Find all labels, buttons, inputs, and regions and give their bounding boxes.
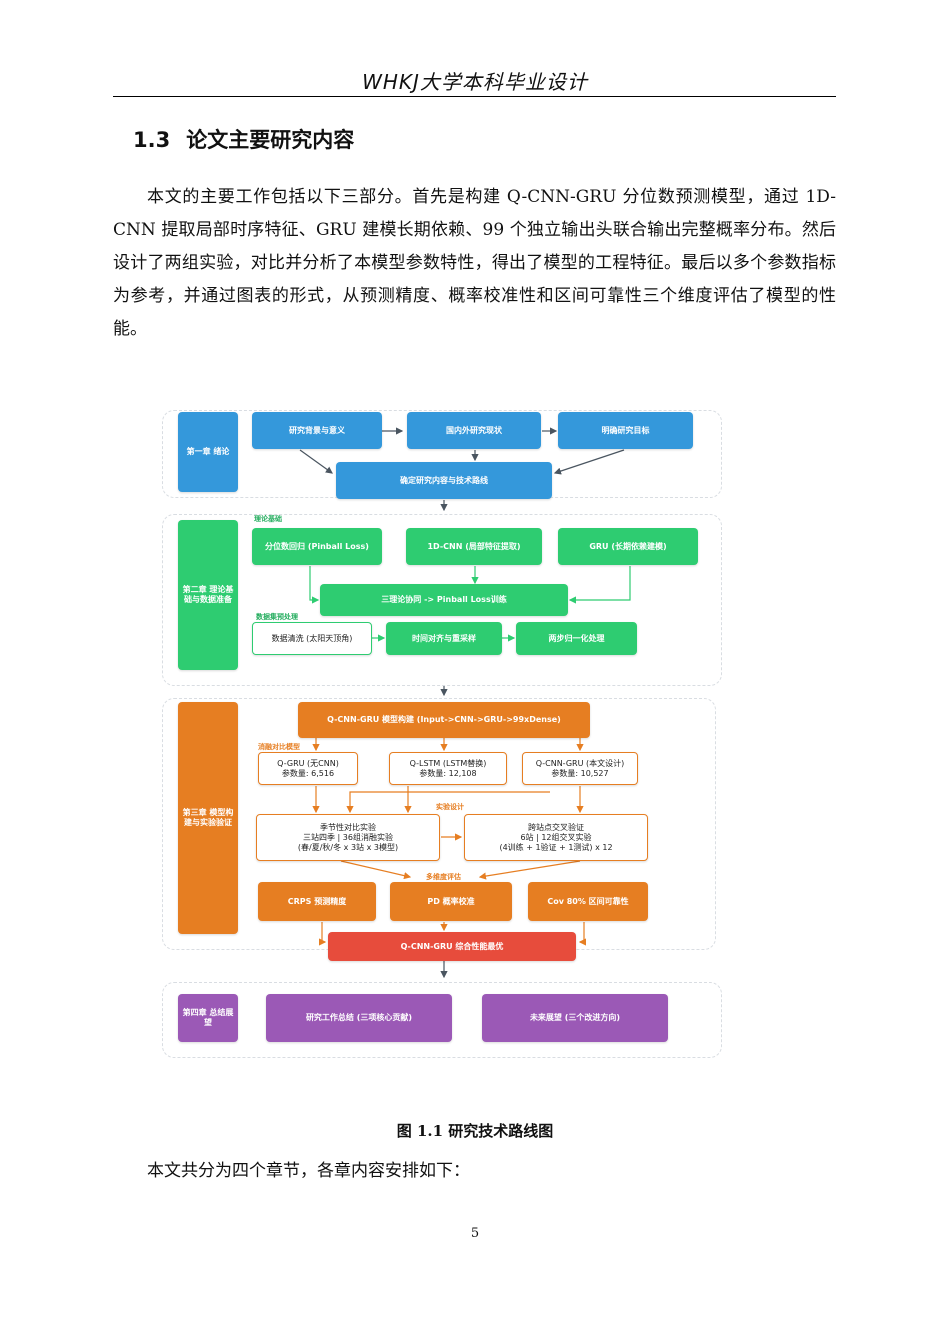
theory-synergy-box: 三理论协同 -> Pinball Loss训练	[320, 584, 568, 616]
q-lstm-box: Q-LSTM (LSTM替换) 参数量: 12,108	[389, 752, 507, 785]
research-summary-box: 研究工作总结 (三项核心贡献)	[266, 994, 452, 1042]
cnn-box: 1D-CNN (局部特征提取)	[406, 528, 542, 565]
theory-basis-label: 理论基础	[254, 515, 282, 523]
time-alignment-box: 时间对齐与重采样	[386, 622, 502, 655]
chapter3-label: 第三章 模型构建与实验验证	[178, 702, 238, 934]
research-goal-box: 明确研究目标	[558, 412, 693, 449]
chapter2-panel	[162, 514, 722, 686]
future-outlook-box: 未来展望 (三个改进方向)	[482, 994, 668, 1042]
gru-box: GRU (长期依赖建模)	[558, 528, 698, 565]
chapter4-label: 第四章 总结展望	[178, 994, 238, 1042]
data-cleaning-box: 数据清洗 (太阳天顶角)	[252, 622, 372, 655]
technical-route-box: 确定研究内容与技术路线	[336, 462, 552, 499]
body-paragraph: 本文的主要工作包括以下三部分。首先是构建 Q-CNN-GRU 分位数预测模型，通…	[113, 187, 836, 339]
section-heading: 1.3 论文主要研究内容	[133, 124, 354, 154]
multi-dimension-eval-label: 多维度评估	[426, 873, 461, 881]
running-header: WHKJ大学本科毕业设计	[362, 70, 588, 94]
model-build-box: Q-CNN-GRU 模型构建 (Input->CNN->GRU->99xDens…	[298, 702, 590, 738]
data-preprocessing-label: 数据集预处理	[256, 613, 298, 621]
q-cnn-gru-box: Q-CNN-GRU (本文设计) 参数量: 10,527	[522, 752, 638, 785]
research-status-box: 国内外研究现状	[407, 412, 541, 449]
crps-box: CRPS 预测精度	[258, 882, 376, 921]
pd-box: PD 概率校准	[390, 882, 512, 921]
cross-validation-box: 跨站点交叉验证 6站 | 12组交叉实验 (4训练 + 1验证 + 1测试) x…	[464, 814, 648, 861]
q-gru-box: Q-GRU (无CNN) 参数量: 6,516	[258, 752, 358, 785]
header-rule	[113, 96, 836, 97]
best-model-box: Q-CNN-GRU 综合性能最优	[328, 932, 576, 961]
experiment-design-label: 实验设计	[436, 803, 464, 811]
chapter2-label: 第二章 理论基础与数据准备	[178, 520, 238, 670]
page-number: 5	[470, 1226, 480, 1241]
normalization-box: 两步归一化处理	[516, 622, 637, 655]
background-box: 研究背景与意义	[252, 412, 382, 449]
chapter4-panel	[162, 982, 722, 1058]
body-paragraph-2: 本文共分为四个章节，各章内容安排如下：	[147, 1161, 470, 1181]
seasonal-experiment-box: 季节性对比实验 三站四季 | 36组消融实验 (春/夏/秋/冬 x 3站 x 3…	[256, 814, 440, 861]
figure-caption: 图 1.1 研究技术路线图	[396, 1122, 554, 1140]
section-title: 论文主要研究内容	[186, 128, 355, 152]
cov80-box: Cov 80% 区间可靠性	[528, 882, 648, 921]
ablation-models-label: 消融对比模型	[258, 743, 300, 751]
quantile-regression-box: 分位数回归 (Pinball Loss)	[252, 528, 382, 565]
chapter1-label: 第一章 绪论	[178, 412, 238, 492]
research-roadmap-figure: 第一章 绪论 研究背景与意义 国内外研究现状 明确研究目标 确定研究内容与技术路…	[160, 400, 740, 1065]
section-number: 1.3	[133, 128, 171, 152]
